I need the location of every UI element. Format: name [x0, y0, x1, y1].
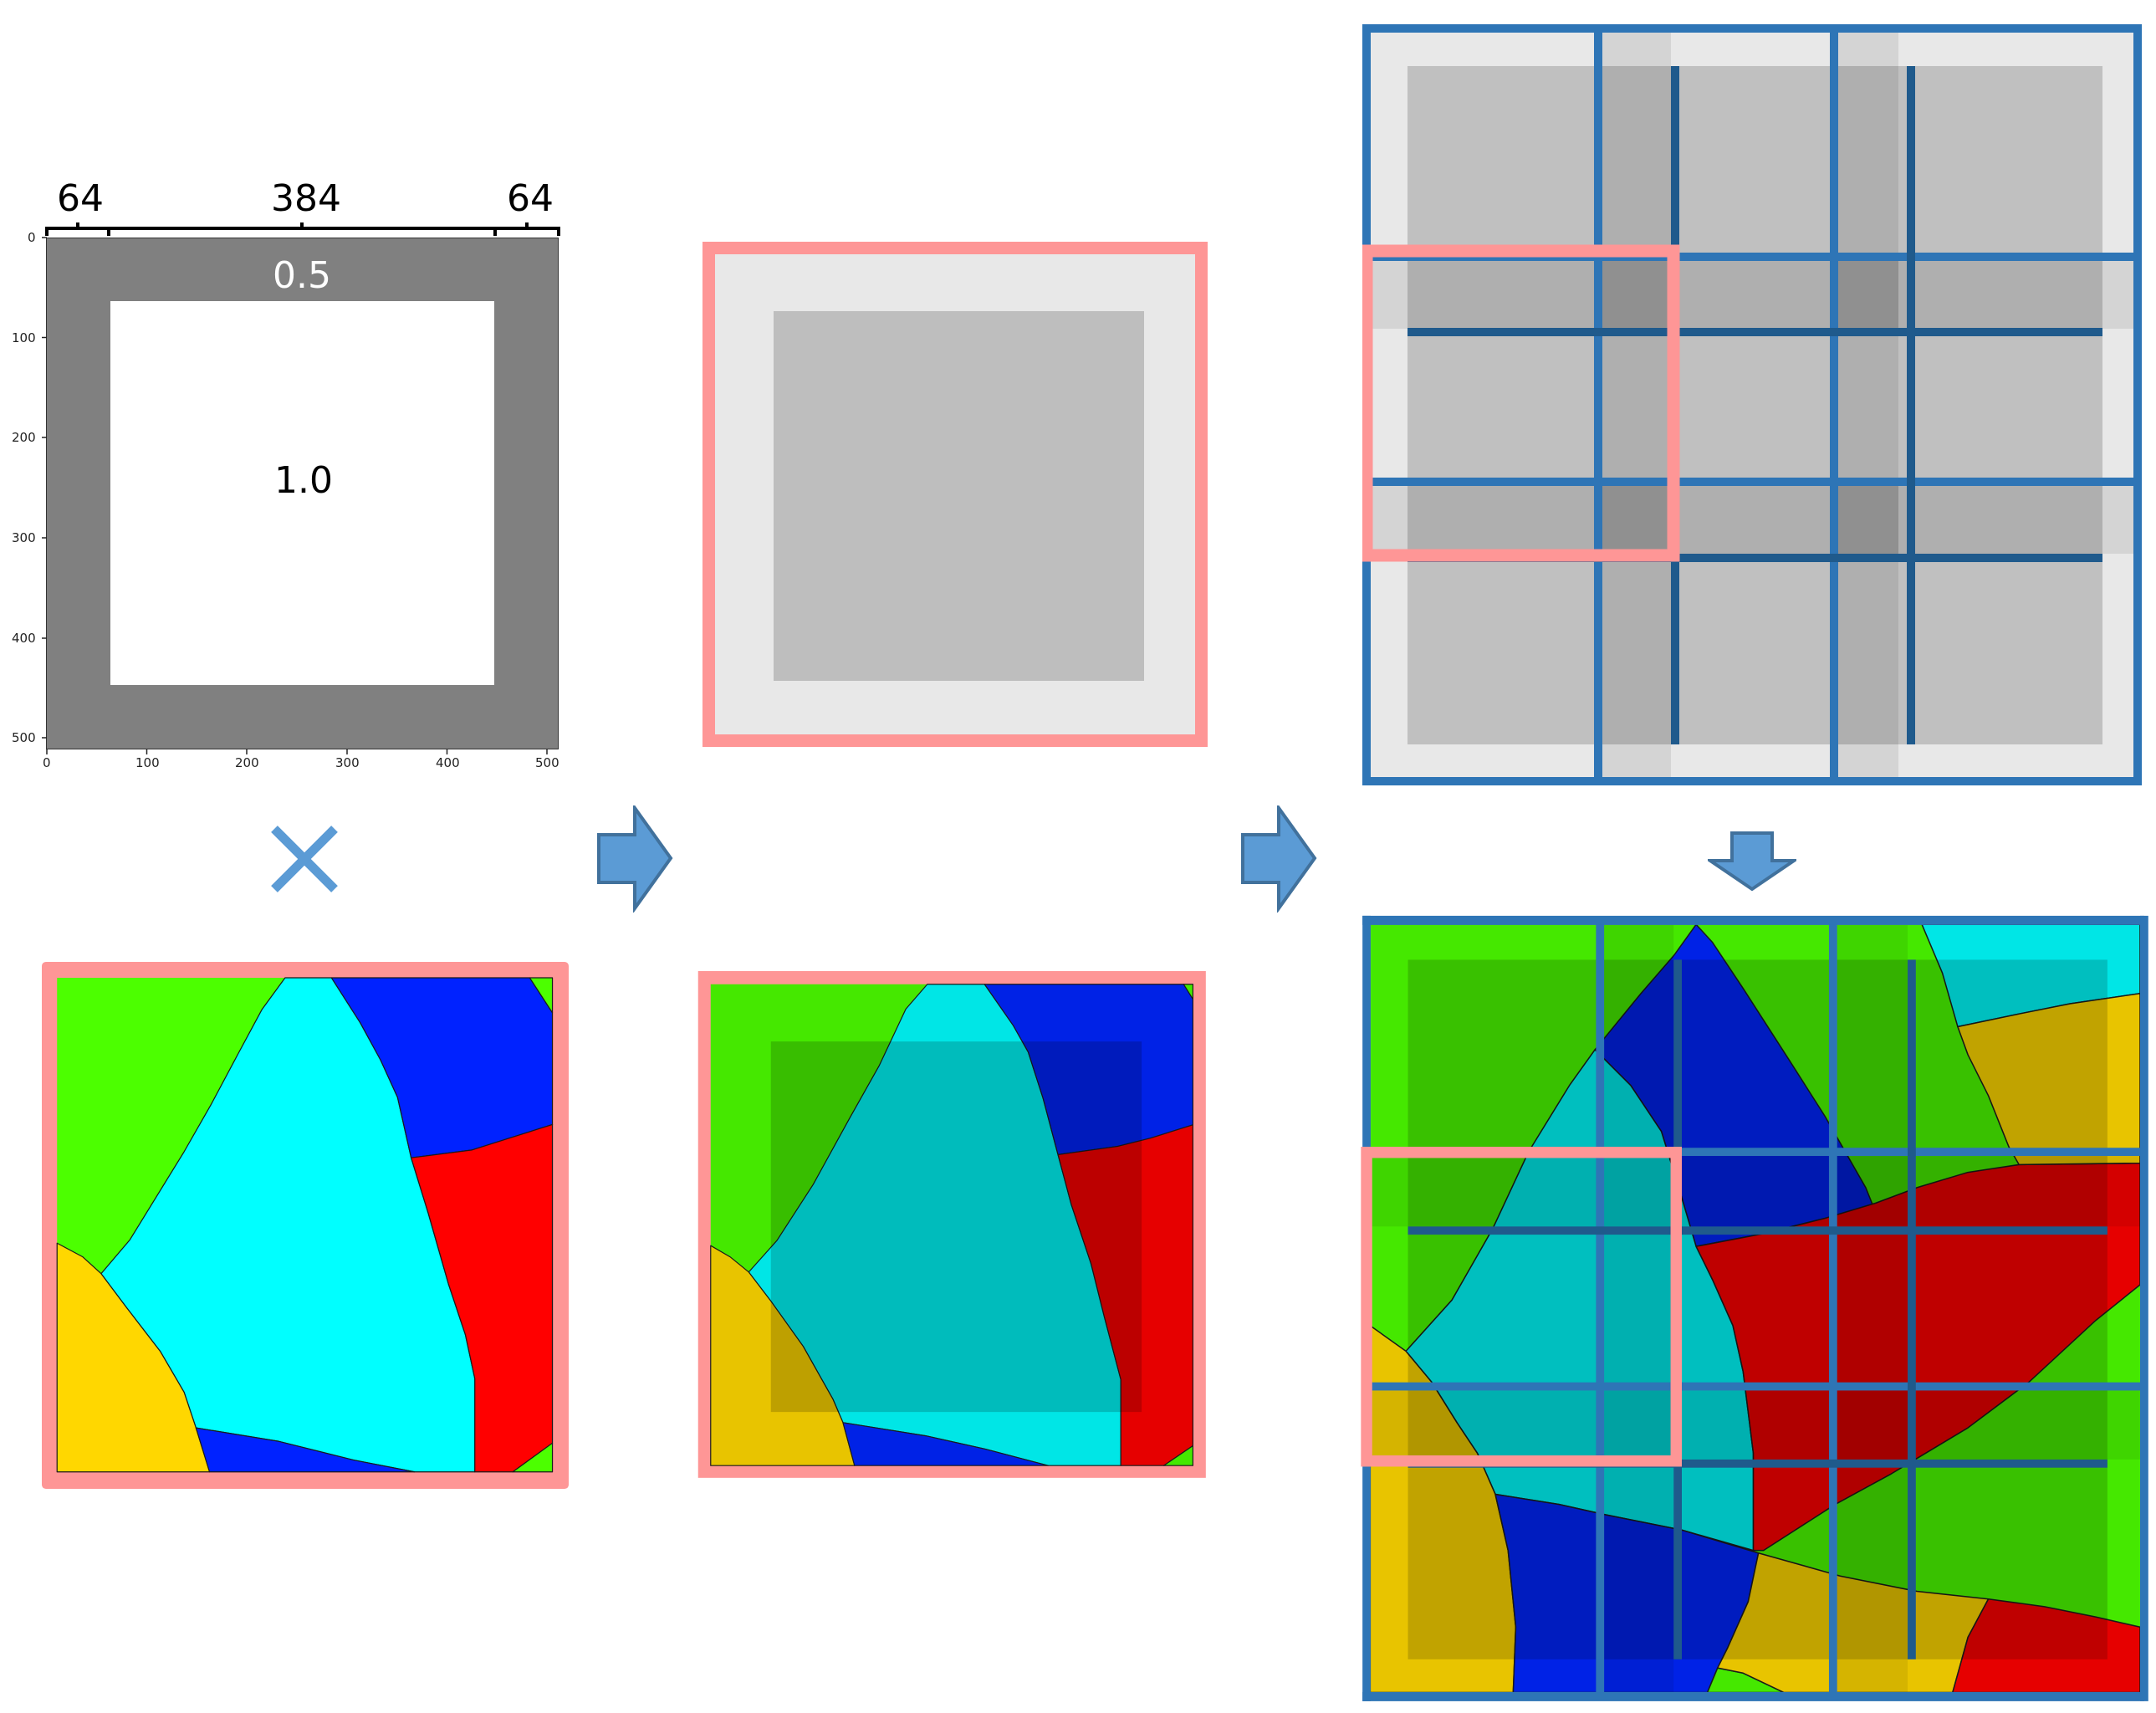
- stitched-segmentation: [1361, 915, 2148, 1701]
- x-tick-100: 100: [135, 755, 160, 770]
- y-tick-0: 0: [28, 230, 36, 245]
- dim-label-left: 64: [57, 177, 104, 220]
- dim-label-right: 64: [507, 177, 554, 220]
- x-tick-300: 300: [335, 755, 360, 770]
- y-tick-300: 300: [12, 530, 36, 545]
- right-arrow-icon: [1241, 805, 1317, 913]
- x-tick-400: 400: [436, 755, 460, 770]
- y-tick-500: 500: [12, 730, 36, 745]
- y-axis-ticks: [42, 237, 47, 739]
- dimension-brackets: [45, 222, 560, 236]
- down-arrow-icon: [1708, 831, 1796, 892]
- window-center-area: [774, 311, 1144, 681]
- weight-map-plot: 0.5 1.0: [46, 238, 559, 749]
- center-value-label: 1.0: [274, 459, 333, 502]
- right-arrow-icon: [597, 805, 673, 913]
- weight-map-center-region: [110, 301, 494, 685]
- dim-label-center: 384: [271, 177, 341, 220]
- x-tick-500: 500: [535, 755, 559, 770]
- weighted-segmentation-patch: [697, 970, 1206, 1478]
- y-tick-400: 400: [12, 631, 36, 646]
- overlap-grid-gray: [1362, 24, 2142, 785]
- y-tick-100: 100: [12, 330, 36, 345]
- x-tick-0: 0: [43, 755, 51, 770]
- weighted-window-gray: [702, 242, 1208, 747]
- y-tick-200: 200: [12, 430, 36, 445]
- multiply-icon: [271, 826, 338, 892]
- segmentation-patch: [42, 962, 569, 1489]
- x-tick-200: 200: [235, 755, 259, 770]
- x-axis-ticks: [46, 749, 548, 754]
- border-value-label: 0.5: [273, 254, 331, 297]
